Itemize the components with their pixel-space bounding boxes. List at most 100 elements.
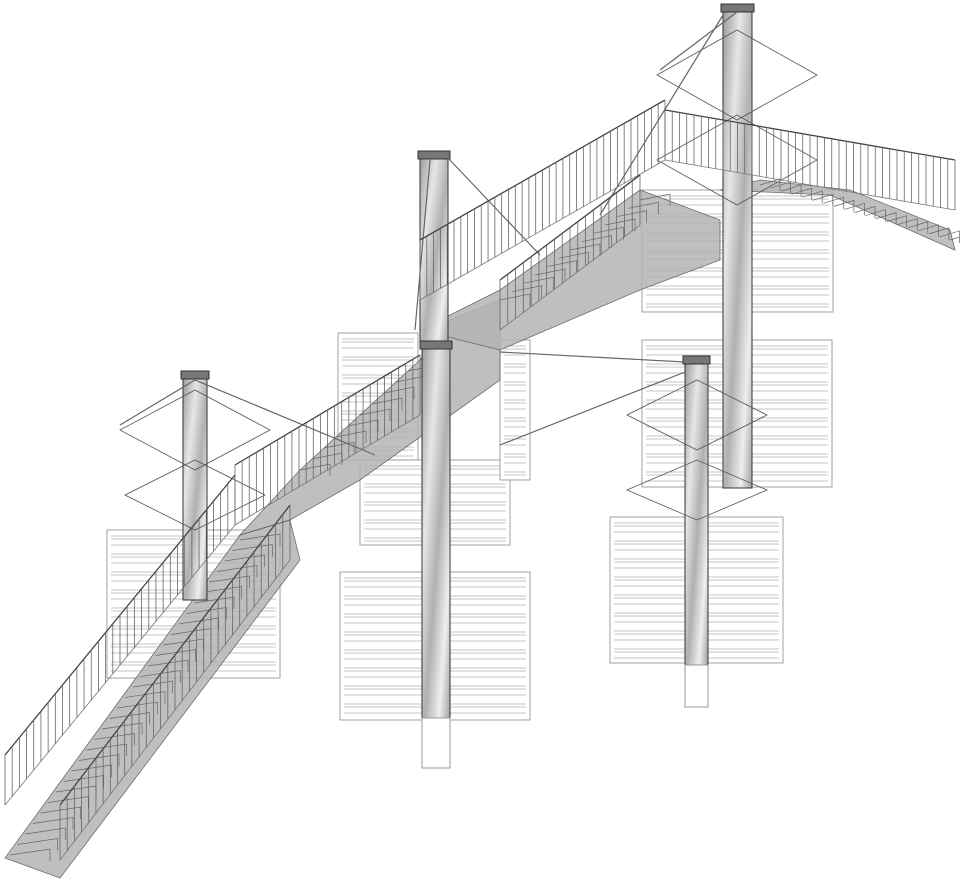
stair-step [499,293,531,306]
column-cap [682,355,711,365]
cable-frame [625,459,769,521]
stair-step [876,212,897,225]
stair-step [833,199,855,213]
stair-step [32,817,74,830]
cable-diamond [625,459,769,521]
stair-step [9,848,51,861]
tension-cable [499,351,686,363]
stair-step [844,202,865,216]
stair-step [897,218,918,231]
column [682,355,711,708]
stair-step [569,243,601,256]
column [720,3,755,489]
tension-cable [414,159,431,331]
cable-diamond [626,379,768,451]
column-cap [180,370,210,380]
stair-step [546,260,578,273]
stair-step [371,397,403,410]
stair-step [639,193,671,206]
stair-step [201,586,243,599]
column-shaft [421,344,451,719]
cable-frame [119,389,271,471]
stair-step [163,638,204,651]
stair-step [155,649,197,662]
railing [419,99,666,301]
stair-step [178,617,220,630]
cable-diamond [656,29,818,121]
railings [4,99,956,861]
tension-cable [499,371,686,446]
column [419,340,453,769]
stair-step [593,226,624,240]
stair-step [147,659,189,672]
stair-step [949,236,960,241]
stair-step [78,754,120,767]
column-cap [720,3,755,13]
stair-flight [4,519,301,879]
stair-step [628,201,659,215]
cable-frame [124,459,266,531]
stair-step [140,670,181,683]
stair-step [823,196,844,210]
cable-frame [656,29,818,121]
stair-step [25,827,66,840]
stair-step [239,533,281,546]
stair-step [209,575,250,588]
railing [664,109,956,211]
column-shaft [722,7,753,489]
stair-step [781,184,802,198]
stair-step [335,430,367,443]
stair-step [299,463,331,476]
tension-cable [119,379,196,426]
stair-step [939,230,960,243]
floor-panel [499,339,531,481]
column-footing [421,717,451,769]
stair-step [865,209,886,222]
tension-cable [447,157,541,256]
stair-step [216,565,258,578]
railing [499,174,641,331]
stair-step [770,181,791,195]
cable-diamond [124,459,266,531]
railing [4,474,236,806]
tension-cable [194,379,376,456]
stair-step [523,276,554,290]
stair-step [101,722,143,735]
stair-step [224,554,266,567]
stair-step [86,743,128,756]
stair-step [616,210,648,223]
stair-step [886,215,908,228]
stair-step [71,764,112,777]
railing [234,354,421,526]
stair-step [132,680,174,693]
stair-step [802,190,823,204]
stair-step [117,701,158,714]
stair-step [383,386,415,399]
column-cap [419,340,453,350]
stair-step [40,806,82,819]
stair-step [791,187,813,201]
stair-step [94,733,135,746]
tension-cable [659,11,738,71]
stair-step [48,796,89,809]
tension-cables [119,11,818,531]
column-shaft [182,374,208,601]
column-shaft [684,359,709,666]
stair-step [928,227,950,240]
panel-outline [499,339,531,481]
stair-step [347,419,379,432]
tension-cable [599,14,724,216]
stair-step [109,712,151,725]
stair-step [907,221,929,234]
stair-step [604,218,636,231]
cable-frame [626,379,768,451]
stair-step [581,235,613,248]
support-columns [180,3,755,769]
stair-step [759,178,781,191]
stair-step [511,285,543,298]
stair-step [918,224,939,237]
stair-step [124,691,166,704]
stair-step [534,268,566,281]
stair-step [323,441,355,454]
